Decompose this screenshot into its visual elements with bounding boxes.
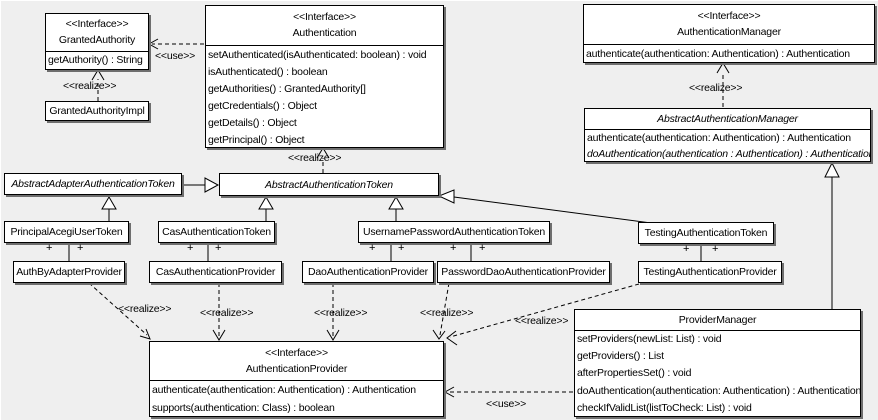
stereotype-label: <<Interface>> xyxy=(697,10,761,22)
class-abstract-authentication-token: AbstractAuthenticationToken xyxy=(219,173,439,196)
method: afterPropertiesSet() : void xyxy=(577,367,692,380)
realize-label: <<realize>> xyxy=(515,315,569,327)
stereotype-label: <<Interface>> xyxy=(265,346,328,359)
realize-grantedauthorityimpl xyxy=(91,69,105,101)
realize-label: <<realize>> xyxy=(63,80,117,92)
association-end-plus: + xyxy=(46,242,53,254)
method: getCredentials() : Object xyxy=(208,100,317,112)
realize-label: <<realize>> xyxy=(314,307,368,319)
class-name: CasAuthenticationToken xyxy=(162,226,271,238)
generalization-cas-token xyxy=(258,196,274,221)
method: authenticate(authentication: Authenticat… xyxy=(152,384,416,396)
class-name: PrincipalAcegiUserToken xyxy=(10,226,123,238)
class-auth-by-adapter-provider: AuthByAdapterProvider xyxy=(13,261,125,283)
method: setAuthenticated(isAuthenticated: boolea… xyxy=(208,49,427,61)
class-name: CasAuthenticationProvider xyxy=(155,266,276,278)
class-name: ProviderManager xyxy=(678,313,757,326)
realize-label: <<realize>> xyxy=(288,152,342,164)
class-abstract-authentication-manager: AbstractAuthenticationManager authentica… xyxy=(584,108,871,162)
method: setProviders(newList: List) : void xyxy=(577,333,722,345)
class-name: GrantedAuthority xyxy=(58,34,136,46)
association-end-plus: + xyxy=(450,242,457,254)
generalization-principal-token xyxy=(101,196,117,221)
class-cas-authentication-provider: CasAuthenticationProvider xyxy=(149,261,282,283)
class-name: AuthenticationProvider xyxy=(245,362,348,375)
use-label: <<use>> xyxy=(486,398,527,410)
method: getDetails() : Object xyxy=(208,117,297,129)
method: checkIfValidList(listToCheck: List) : vo… xyxy=(577,401,752,414)
association-end-plus: + xyxy=(369,242,376,254)
stereotype-label: <<Interface>> xyxy=(293,11,356,23)
association-end-plus: + xyxy=(215,242,222,254)
method: doAuthentication(authentication: Authent… xyxy=(577,384,860,397)
generalization-testing-token xyxy=(437,189,652,224)
use-provider-manager xyxy=(443,386,573,398)
method: getAuthorities() : GrantedAuthority[] xyxy=(208,83,366,95)
class-provider-manager: ProviderManager setProviders(newList: Li… xyxy=(574,309,861,417)
method: getAuthority() : String xyxy=(48,54,143,66)
class-name: TestingAuthenticationProvider xyxy=(643,266,777,278)
realize-authby-provider xyxy=(88,282,151,340)
realize-label: <<realize>> xyxy=(420,307,474,319)
class-name: AbstractAuthenticationManager xyxy=(657,112,798,125)
realize-testing-provider xyxy=(446,283,640,346)
class-name: UsernamePasswordAuthenticationToken xyxy=(362,226,546,238)
realize-dao-provider xyxy=(326,283,340,341)
realize-label: <<realize>> xyxy=(689,82,743,94)
method: isAuthenticated() : boolean xyxy=(208,66,328,78)
class-name: AbstractAdapterAuthenticationToken xyxy=(11,178,175,190)
class-name: Authentication xyxy=(292,27,357,39)
generalization-username-password-token xyxy=(388,196,404,221)
class-granted-authority: <<Interface>> GrantedAuthority getAuthor… xyxy=(45,13,149,70)
stereotype-label: <<Interface>> xyxy=(65,18,129,30)
method-abstract: doAuthentication(authentication : Authen… xyxy=(587,148,870,160)
class-granted-authority-impl: GrantedAuthorityImpl xyxy=(45,101,149,121)
class-name: PasswordDaoAuthenticationProvider xyxy=(441,266,606,278)
realize-label: <<realize>> xyxy=(200,307,254,319)
use-label: <<use>> xyxy=(155,50,196,62)
class-name: GrantedAuthorityImpl xyxy=(49,105,145,117)
class-abstract-adapter-authentication-token: AbstractAdapterAuthenticationToken xyxy=(4,173,182,195)
use-authentication-grantedauthority xyxy=(147,38,204,50)
association-end-plus: + xyxy=(187,242,194,254)
class-password-dao-authentication-provider: PasswordDaoAuthenticationProvider xyxy=(437,261,610,283)
class-testing-authentication-provider: TestingAuthenticationProvider xyxy=(638,261,782,283)
generalization-provider-manager xyxy=(824,161,840,309)
class-authentication-provider: <<Interface>> AuthenticationProvider aut… xyxy=(149,341,444,417)
method: supports(authentication: Class) : boolea… xyxy=(152,402,335,414)
realize-abstract-manager xyxy=(716,62,730,107)
realize-passworddao-provider xyxy=(432,282,450,340)
method: authenticate(authentication: Authenticat… xyxy=(587,132,851,144)
class-authentication: <<Interface>> Authentication setAuthenti… xyxy=(205,5,444,148)
association-end-plus: + xyxy=(398,242,405,254)
association-end-plus: + xyxy=(683,243,690,255)
class-dao-authentication-provider: DaoAuthenticationProvider xyxy=(302,261,434,283)
class-testing-authentication-token: TestingAuthenticationToken xyxy=(638,222,774,244)
association-end-plus: + xyxy=(77,242,84,254)
realize-abstract-token-authentication xyxy=(316,147,330,173)
class-name: AbstractAuthenticationToken xyxy=(265,178,393,191)
realize-cas-provider xyxy=(212,283,226,341)
method: getPrincipal() : Object xyxy=(208,134,305,146)
class-name: AuthByAdapterProvider xyxy=(16,266,122,278)
class-cas-authentication-token: CasAuthenticationToken xyxy=(158,221,275,243)
association-end-plus: + xyxy=(479,242,486,254)
class-authentication-manager: <<Interface>> AuthenticationManager auth… xyxy=(583,4,875,63)
class-username-password-authentication-token: UsernamePasswordAuthenticationToken xyxy=(358,221,550,243)
generalization-adapter-to-abstract-token xyxy=(181,177,220,193)
class-name: DaoAuthenticationProvider xyxy=(308,266,428,278)
realize-label: <<realize>> xyxy=(118,303,172,315)
method: authenticate(authentication: Authenticat… xyxy=(586,48,850,60)
association-end-plus: + xyxy=(712,243,719,255)
class-name: AuthenticationManager xyxy=(677,26,781,38)
class-principal-acegi-user-token: PrincipalAcegiUserToken xyxy=(4,221,129,243)
method: getProviders() : List xyxy=(577,350,664,363)
class-name: TestingAuthenticationToken xyxy=(644,227,768,239)
